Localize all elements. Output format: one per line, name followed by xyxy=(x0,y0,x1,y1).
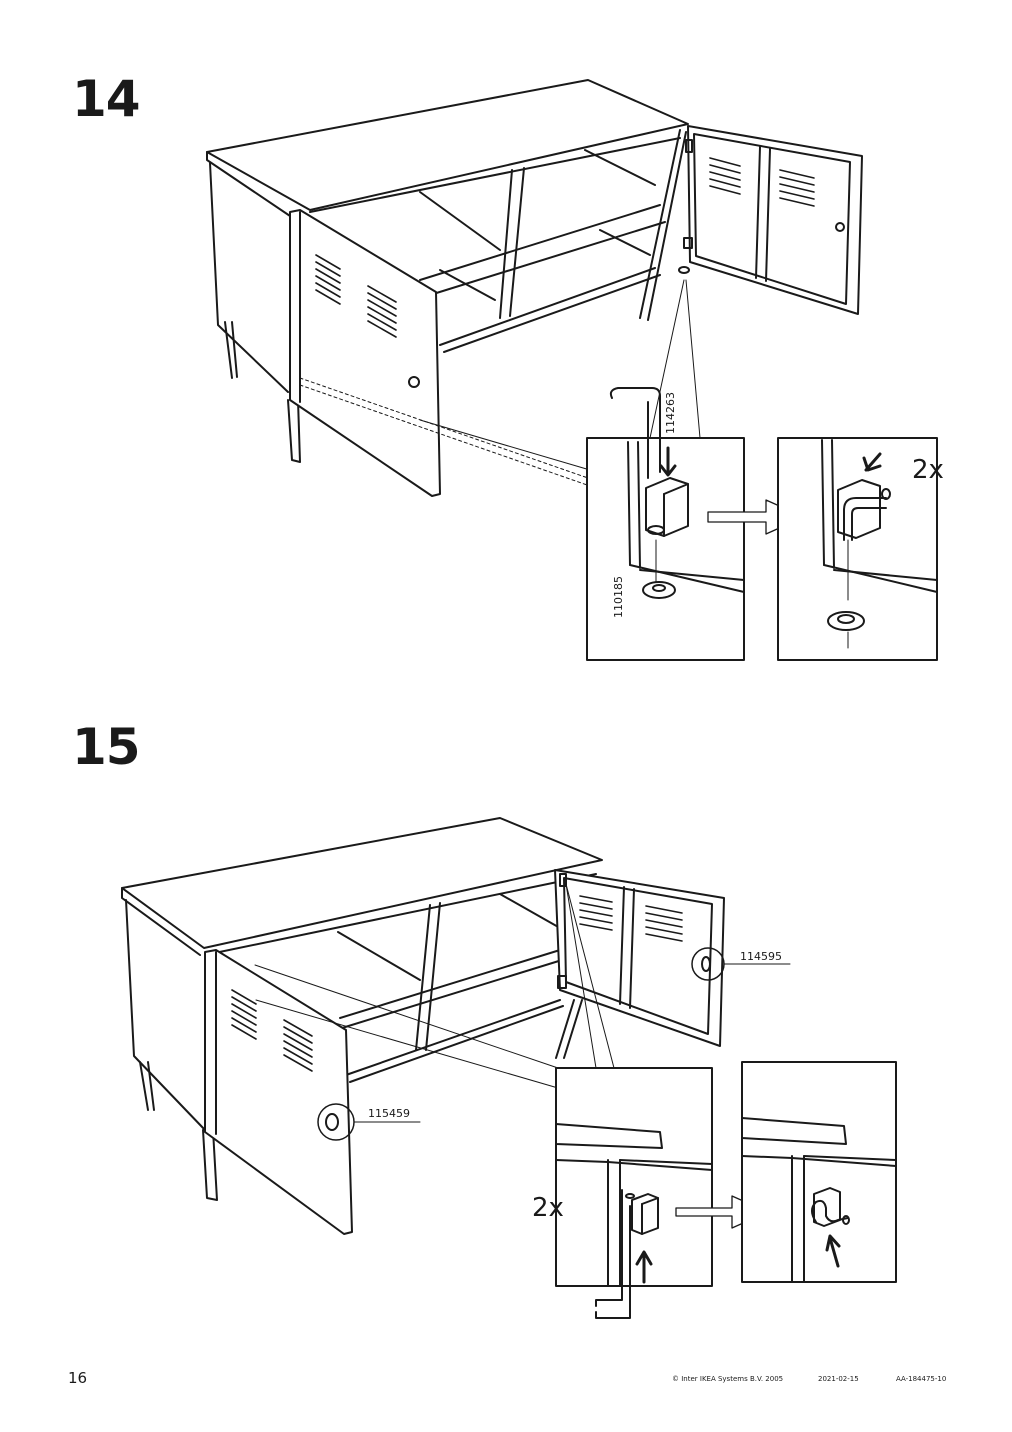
part-labels: 114263 110185 2x 114595 115459 2x xyxy=(368,392,944,1223)
page-number: 16 xyxy=(68,1369,88,1387)
quantity-label-step-15: 2x xyxy=(532,1193,564,1223)
step-14-detail-2 xyxy=(777,437,938,661)
part-number-115459: 115459 xyxy=(368,1107,410,1120)
part-number-110185: 110185 xyxy=(612,576,625,618)
footer-copyright: © Inter IKEA Systems B.V. 2005 xyxy=(672,1375,784,1383)
step-14-cabinet xyxy=(206,79,863,497)
step-15-cabinet xyxy=(121,817,791,1235)
footer-date: 2021-02-15 xyxy=(818,1375,859,1383)
step-15-detail-1 xyxy=(555,1067,769,1319)
step-15-detail-2 xyxy=(741,1061,897,1283)
quantity-label-step-14: 2x xyxy=(912,455,944,485)
part-number-114595: 114595 xyxy=(740,950,782,963)
step-14-detail-1 xyxy=(586,387,805,661)
footer-doc-code: AA-184475-10 xyxy=(896,1375,947,1383)
step-15-number: 15 xyxy=(72,718,141,776)
step-14-number: 14 xyxy=(72,70,141,128)
part-number-114263: 114263 xyxy=(664,392,677,434)
